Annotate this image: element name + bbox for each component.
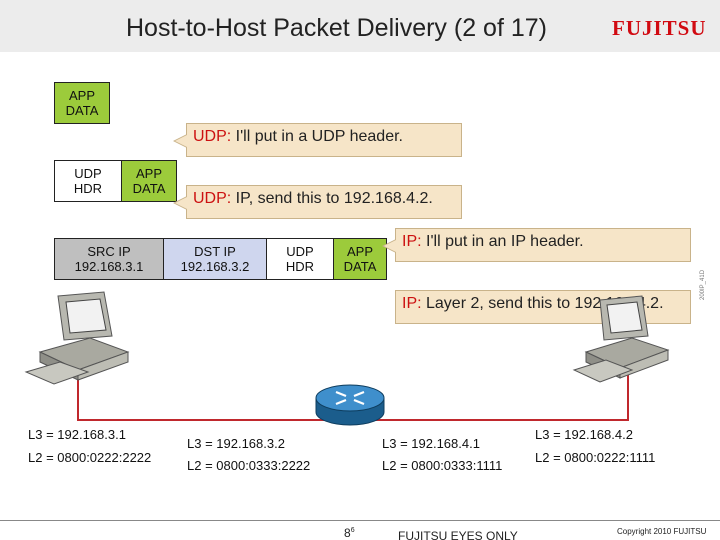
header-bar (0, 0, 720, 52)
callout-udp-header-prefix: UDP: (193, 128, 232, 145)
right-computer-icon (572, 295, 670, 383)
callout-udp-header: UDP: I'll put in a UDP header. (173, 123, 462, 157)
left-computer-icon (24, 291, 130, 385)
router-right-l2: L2 = 0800:0333:1111 (382, 458, 503, 473)
callout-ip-header: IP: I'll put in an IP header. (382, 228, 691, 262)
footer-divider (0, 520, 720, 521)
packet-ip-app-data-label: APP DATA (343, 244, 377, 274)
callout-udp-send-prefix: UDP: (193, 190, 232, 207)
page-title: Host-to-Host Packet Delivery (2 of 17) (126, 14, 547, 42)
packet-app-data-label: APP DATA (65, 88, 99, 118)
footer-page: 8 (344, 526, 351, 540)
packet-udp-app-data: APP DATA (121, 160, 177, 202)
packet-udp-header-label: UDP HDR (73, 166, 103, 196)
packet-app-data: APP DATA (54, 82, 110, 124)
host-right-l2: L2 = 0800:0222:1111 (535, 450, 656, 465)
packet-ip-udp-header: UDP HDR (266, 238, 334, 280)
footer-copyright: Copyright 2010 FUJITSU (617, 527, 707, 536)
host-left-l2: L2 = 0800:0222:2222 (28, 450, 152, 465)
packet-src-ip-label: SRC IP 192.168.3.1 (74, 244, 144, 274)
fujitsu-logo: FUJITSU (612, 16, 707, 40)
packet-udp-header: UDP HDR (54, 160, 122, 202)
callout-ip-header-text: I'll put in an IP header. (421, 233, 584, 250)
callout-ip-layer2-prefix: IP: (402, 295, 422, 312)
packet-udp-app-data-label: APP DATA (132, 166, 166, 196)
callout-ip-header-prefix: IP: (402, 233, 422, 250)
callout-udp-header-text: I'll put in a UDP header. (231, 128, 403, 145)
host-right-l3: L3 = 192.168.4.2 (535, 427, 633, 442)
packet-src-ip: SRC IP 192.168.3.1 (54, 238, 164, 280)
footer-page-sup: 6 (350, 527, 355, 534)
callout-udp-send: UDP: IP, send this to 192.168.4.2. (173, 185, 462, 219)
packet-ip-udp-header-label: UDP HDR (285, 244, 315, 274)
router-left-l3: L3 = 192.168.3.2 (187, 436, 285, 451)
callout-udp-send-text: IP, send this to 192.168.4.2. (231, 190, 433, 207)
packet-dst-ip-label: DST IP 192.168.3.2 (180, 244, 250, 274)
router-icon (315, 384, 385, 426)
router-left-l2: L2 = 0800:0333:2222 (187, 458, 311, 473)
packet-ip-app-data: APP DATA (333, 238, 387, 280)
host-left-l3: L3 = 192.168.3.1 (28, 427, 126, 442)
router-right-l3: L3 = 192.168.4.1 (382, 436, 480, 451)
footer-page-number: 86 (344, 526, 355, 540)
figure-code: 200IP_41D (700, 269, 706, 300)
footer-confidential: FUJITSU EYES ONLY (398, 529, 518, 540)
